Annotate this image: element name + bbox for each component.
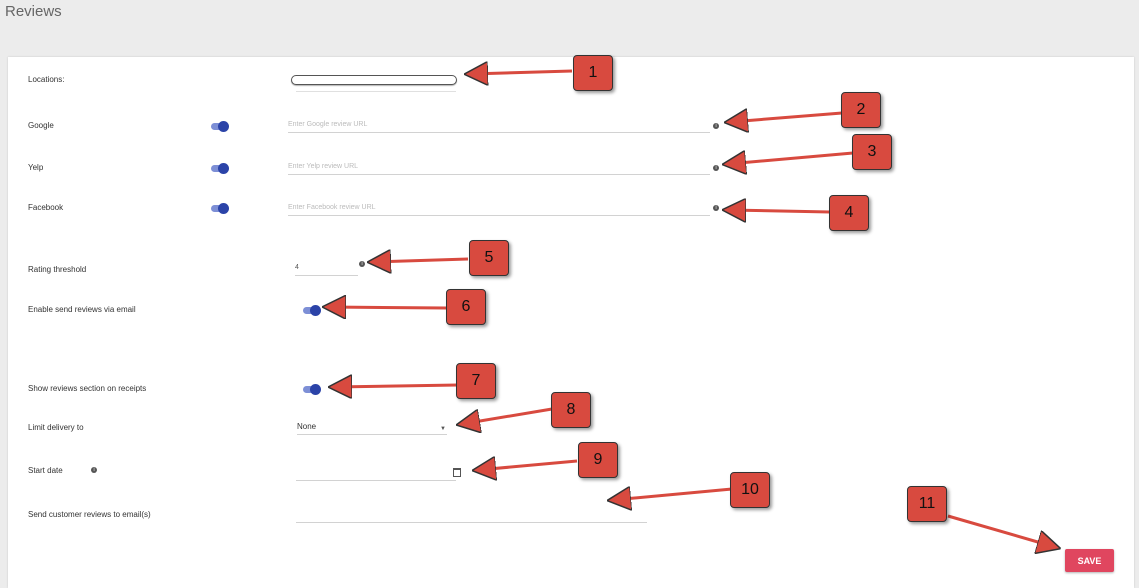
rating-info-icon[interactable]: i xyxy=(359,261,365,267)
annotation-badge-8: 8 xyxy=(551,392,591,428)
chevron-down-icon[interactable]: ▼ xyxy=(440,426,446,432)
limit-delivery-select[interactable]: None xyxy=(297,420,447,435)
yelp-toggle[interactable] xyxy=(211,163,229,175)
facebook-info-icon[interactable]: i xyxy=(713,205,719,211)
send-reviews-email-input[interactable] xyxy=(296,508,647,523)
annotation-badge-1: 1 xyxy=(573,55,613,91)
yelp-info-icon[interactable]: i xyxy=(713,165,719,171)
rating-threshold-input[interactable]: 4 xyxy=(295,261,358,276)
yelp-label: Yelp xyxy=(28,163,44,172)
annotation-badge-10: 10 xyxy=(730,472,770,508)
locations-underline xyxy=(296,91,456,92)
facebook-toggle[interactable] xyxy=(211,203,229,215)
limit-delivery-value: None xyxy=(297,422,317,431)
google-info-icon[interactable]: i xyxy=(713,123,719,129)
send-reviews-label: Send customer reviews to email(s) xyxy=(28,510,151,519)
receipts-toggle[interactable] xyxy=(303,384,321,396)
annotation-badge-11: 11 xyxy=(907,486,947,522)
start-date-info-icon[interactable]: i xyxy=(91,467,97,473)
rating-threshold-label: Rating threshold xyxy=(28,265,87,274)
annotation-badge-6: 6 xyxy=(446,289,486,325)
page-title: Reviews xyxy=(5,3,62,20)
yelp-url-input[interactable]: Enter Yelp review URL xyxy=(288,160,710,175)
receipts-label: Show reviews section on receipts xyxy=(28,384,147,393)
locations-select[interactable] xyxy=(291,75,457,85)
google-toggle[interactable] xyxy=(211,121,229,133)
annotation-badge-3: 3 xyxy=(852,134,892,170)
limit-delivery-label: Limit delivery to xyxy=(28,423,84,432)
facebook-url-input[interactable]: Enter Facebook review URL xyxy=(288,201,710,216)
annotation-badge-7: 7 xyxy=(456,363,496,399)
google-url-input[interactable]: Enter Google review URL xyxy=(288,118,710,133)
start-date-input[interactable] xyxy=(296,466,456,481)
email-reviews-toggle[interactable] xyxy=(303,305,321,317)
annotation-badge-9: 9 xyxy=(578,442,618,478)
facebook-label: Facebook xyxy=(28,203,64,212)
email-reviews-label: Enable send reviews via email xyxy=(28,305,136,314)
start-date-label: Start date xyxy=(28,466,63,475)
annotation-badge-5: 5 xyxy=(469,240,509,276)
reviews-form-card: Locations: Google Enter Google review UR… xyxy=(8,57,1134,588)
annotation-badge-4: 4 xyxy=(829,195,869,231)
annotation-badge-2: 2 xyxy=(841,92,881,128)
calendar-icon[interactable] xyxy=(453,468,461,477)
save-button[interactable]: SAVE xyxy=(1065,549,1114,572)
locations-label: Locations: xyxy=(28,75,65,84)
rating-threshold-value: 4 xyxy=(295,264,299,271)
google-label: Google xyxy=(28,121,54,130)
